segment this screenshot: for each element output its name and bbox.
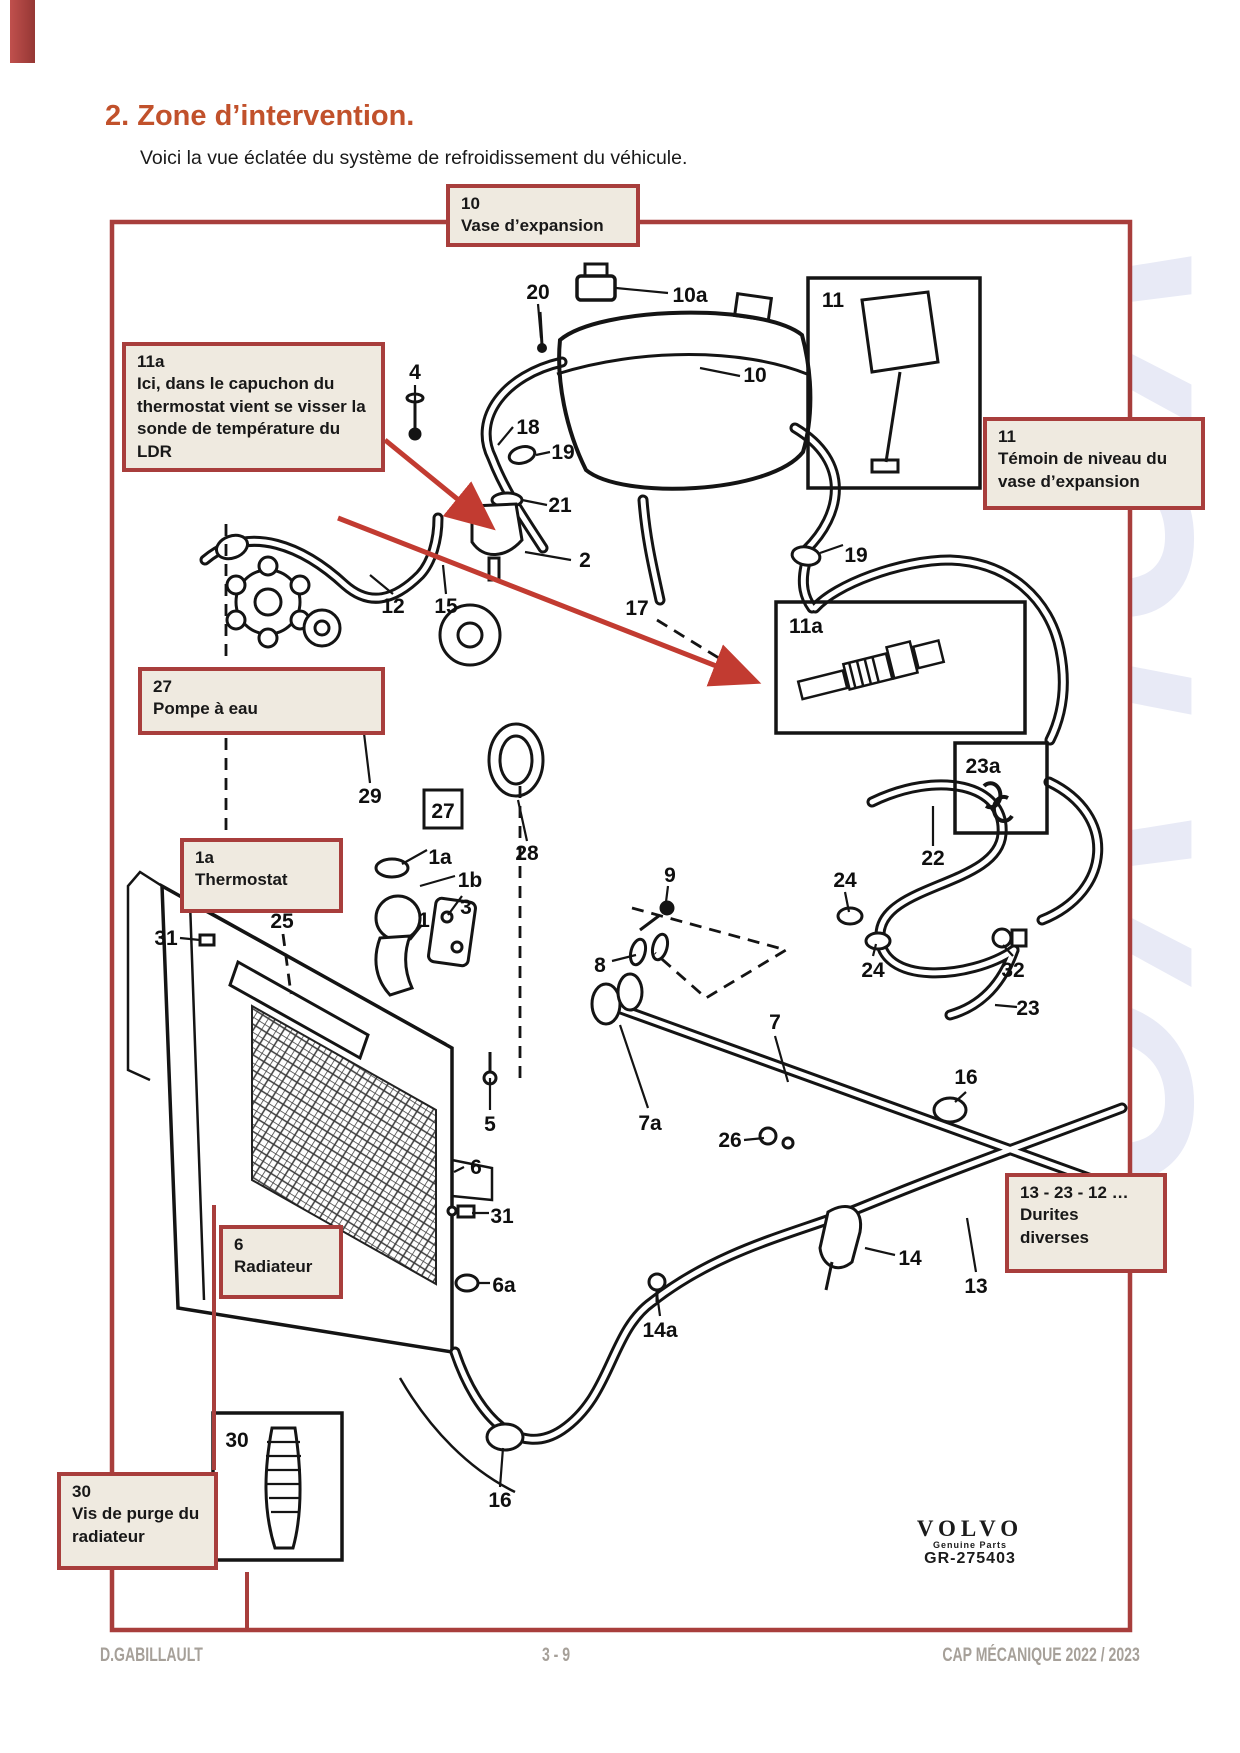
part-label-5: 5 <box>484 1113 496 1136</box>
part-label-6: 6 <box>470 1156 482 1179</box>
volvo-part-reference: GR-275403 <box>924 1550 1016 1567</box>
part-label-32: 32 <box>1001 959 1024 982</box>
part-label-11a: 11a <box>789 615 823 638</box>
part-label-16: 16 <box>488 1489 511 1512</box>
boxed-27 <box>422 788 464 830</box>
red-corner-mark <box>10 0 35 63</box>
callout-text: Ici, dans le capuchon du thermostat vien… <box>137 374 366 461</box>
callout-number: 10 <box>461 194 480 213</box>
callout-number: 30 <box>72 1482 91 1501</box>
part-label-23a: 23a <box>965 755 1000 778</box>
part-label-27: 27 <box>431 800 454 823</box>
part-label-8: 8 <box>594 954 606 977</box>
part-label-15: 15 <box>434 595 458 618</box>
part-label-18: 18 <box>516 416 540 439</box>
part-label-7a: 7a <box>638 1112 662 1135</box>
part-label-14: 14 <box>898 1247 922 1270</box>
volvo-brand-text: VOLVO <box>916 1516 1024 1541</box>
callout-text: Durites diverses <box>1020 1205 1089 1247</box>
part-label-12: 12 <box>381 595 404 618</box>
part-label-16: 16 <box>954 1066 977 1089</box>
footer-course: CAP MÉCANIQUE 2022 / 2023 <box>942 1645 1140 1666</box>
inset-11a <box>774 600 1027 735</box>
part-label-10: 10 <box>743 364 766 387</box>
part-label-30: 30 <box>225 1429 248 1452</box>
callout-text: Radiateur <box>234 1257 313 1277</box>
callout-temoin-niveau: 11 Témoin de niveau du vase d’expansion <box>983 417 1205 510</box>
callout-text: Pompe à eau <box>153 699 258 719</box>
callout-number: 6 <box>234 1235 244 1254</box>
callout-text: Témoin de niveau du vase d’expansion <box>998 449 1168 491</box>
arrow-to-thermostat-cap <box>383 438 496 531</box>
page-subtitle: Voici la vue éclatée du système de refro… <box>140 147 688 169</box>
part-label-24: 24 <box>861 959 885 982</box>
part-label-9: 9 <box>664 864 676 887</box>
part-label-21: 21 <box>548 494 572 517</box>
part-label-24: 24 <box>833 869 857 892</box>
callout-thermostat: 1a Thermostat <box>180 838 343 913</box>
footer-page-number: 3 - 9 <box>541 1645 571 1666</box>
footer-author: D.GABILLAULT <box>100 1645 203 1666</box>
inset-boxes <box>211 276 1049 1562</box>
part-label-19: 19 <box>551 441 574 464</box>
part-label-31: 31 <box>490 1205 514 1228</box>
callout-number: 11a <box>137 352 165 371</box>
small-parts <box>198 392 1028 1452</box>
part-label-14a: 14a <box>642 1319 677 1342</box>
callout-text: Thermostat <box>195 870 288 890</box>
inset-11 <box>806 276 982 490</box>
callout-text: Vis de purge du radiateur <box>72 1504 200 1546</box>
part-label-2: 2 <box>579 549 591 572</box>
part-label-1a: 1a <box>428 846 452 869</box>
callout-vis-purge: 30 Vis de purge du radiateur <box>57 1472 218 1570</box>
part-label-10a: 10a <box>672 284 707 307</box>
part-label-31: 31 <box>154 927 178 950</box>
part-label-7: 7 <box>769 1011 781 1034</box>
part-label-1b: 1b <box>458 869 483 892</box>
volvo-sub-text: Genuine Parts <box>932 1540 1008 1550</box>
callout-radiateur: 6 Radiateur <box>219 1225 343 1299</box>
page-footer: D.GABILLAULT 3 - 9 CAP MÉCANIQUE 2022 / … <box>100 1645 1140 1667</box>
part-label-4: 4 <box>409 361 421 384</box>
callout-number: 27 <box>153 677 172 696</box>
part-label-17: 17 <box>625 597 648 620</box>
part-label-28: 28 <box>515 842 539 865</box>
part-label-13: 13 <box>964 1275 987 1298</box>
part-label-20: 20 <box>526 281 549 304</box>
inset-23a <box>953 741 1049 835</box>
part-label-3: 3 <box>460 896 472 919</box>
hoses-core <box>202 359 1125 1442</box>
part-label-25: 25 <box>270 910 294 933</box>
radiator-drawing <box>126 870 516 1494</box>
callout-pompe-a-eau: 27 Pompe à eau <box>138 667 385 735</box>
leader-lines <box>179 286 1018 1488</box>
part-label-11: 11 <box>822 289 845 312</box>
part-label-26: 26 <box>718 1129 741 1152</box>
water-pump-drawing <box>225 555 545 798</box>
callout-text: Vase d’expansion <box>461 216 604 236</box>
part-label-6a: 6a <box>492 1274 516 1297</box>
part-label-19: 19 <box>844 544 867 567</box>
arrow-to-inset-11a <box>337 515 762 687</box>
red-arrows <box>337 438 762 687</box>
red-leader-lines <box>212 1205 249 1628</box>
callout-number: 11 <box>998 427 1016 446</box>
callout-number: 1a <box>195 848 214 867</box>
callout-number: 13 - 23 - 12 … <box>1020 1183 1129 1202</box>
callout-vase-expansion: 10 Vase d’expansion <box>446 184 640 247</box>
part-label-22: 22 <box>921 847 944 870</box>
page-title: 2. Zone d’intervention. <box>105 100 415 132</box>
callout-sonde-ldr: 11a Ici, dans le capuchon du thermostat … <box>122 342 385 473</box>
thermostat-drawing <box>374 857 477 997</box>
volvo-genuine-parts-logo: VOLVO Genuine Parts GR-275403 <box>895 1516 1045 1568</box>
part-label-1: 1 <box>418 909 430 932</box>
callout-durites-diverses: 13 - 23 - 12 … Durites diverses <box>1005 1173 1167 1273</box>
part-label-23: 23 <box>1016 997 1039 1020</box>
part-label-29: 29 <box>358 785 381 808</box>
